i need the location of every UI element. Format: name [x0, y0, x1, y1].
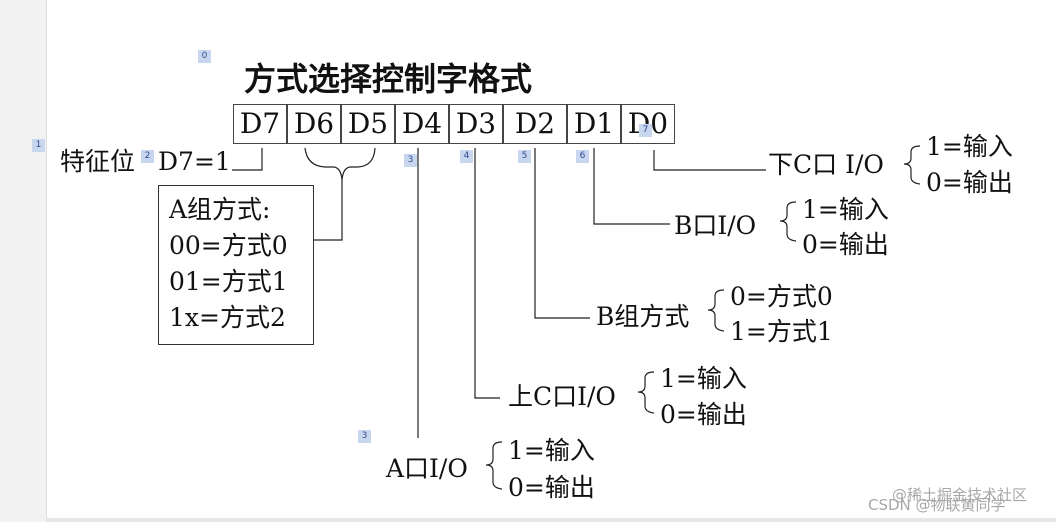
annotation-badge: 3 [358, 430, 371, 443]
annotation-badge: 1 [32, 139, 45, 152]
annotation-badge: 0 [198, 50, 211, 63]
port-b-opt1: 1=输入 [802, 195, 889, 224]
diagram-title: 方式选择控制字格式 [244, 60, 533, 98]
group-a-line: 01=方式1 [169, 267, 288, 296]
d7-connector [232, 148, 263, 171]
d3-connector [474, 148, 500, 399]
bottom-edge [46, 518, 1056, 522]
port-a-brace [485, 441, 503, 490]
group-a-title: A组方式: [169, 195, 271, 224]
group-a-line: 00=方式0 [169, 231, 288, 260]
feature-label: 特征位 [60, 147, 136, 176]
bit-d2: D2 [503, 104, 567, 144]
d6d5-brace [304, 147, 376, 181]
annotation-badge: 4 [460, 150, 473, 163]
group-b-opt1: 0=方式0 [730, 282, 833, 311]
port-a-opt2: 0=输出 [508, 473, 595, 502]
group-a-connector [314, 180, 343, 241]
bit-d7: D7 [233, 104, 287, 144]
annotation-badge: 7 [639, 124, 652, 137]
bit-d3: D3 [449, 104, 503, 144]
lower-c-opt2: 0=输出 [926, 168, 1013, 197]
lower-c-opt1: 1=输入 [926, 132, 1013, 161]
port-b-opt2: 0=输出 [802, 230, 889, 259]
feature-value: D7=1 [158, 147, 231, 176]
group-b-opt2: 1=方式1 [730, 317, 833, 346]
upper-c-opt2: 0=输出 [660, 400, 747, 429]
left-gutter [0, 0, 47, 522]
port-a-opt1: 1=输入 [508, 436, 595, 465]
port-a-label: A口I/O [386, 454, 468, 483]
port-b-brace [779, 201, 797, 242]
annotation-badge: 5 [518, 150, 531, 163]
upper-c-brace [637, 371, 655, 414]
bit-d5: D5 [341, 104, 395, 144]
watermark-line1: @稀土掘金技术社区 [892, 486, 1028, 504]
group-b-brace [707, 289, 725, 332]
group-a-box: A组方式: 00=方式0 01=方式1 1x=方式2 [158, 185, 314, 345]
watermark-line2: CSDN @物联黄同学 [868, 496, 1006, 514]
lower-c-brace [903, 145, 921, 185]
group-b-label: B组方式 [596, 302, 690, 331]
group-a-line: 1x=方式2 [169, 303, 286, 332]
annotation-badge: 6 [576, 150, 589, 163]
annotation-badge: 2 [141, 150, 154, 163]
bit-d1: D1 [567, 104, 621, 144]
d1-connector [593, 148, 670, 225]
bit-d6: D6 [287, 104, 341, 144]
d2-connector [534, 148, 590, 319]
upper-c-label: 上C口I/O [508, 382, 616, 411]
port-b-label: B口I/O [674, 211, 757, 240]
upper-c-opt1: 1=输入 [660, 364, 747, 393]
bit-d4: D4 [395, 104, 449, 144]
annotation-badge: 3 [404, 154, 417, 167]
lower-c-label: 下C口 I/O [768, 150, 884, 179]
bit-d0: D0 [621, 104, 675, 144]
d0-connector [653, 150, 766, 171]
